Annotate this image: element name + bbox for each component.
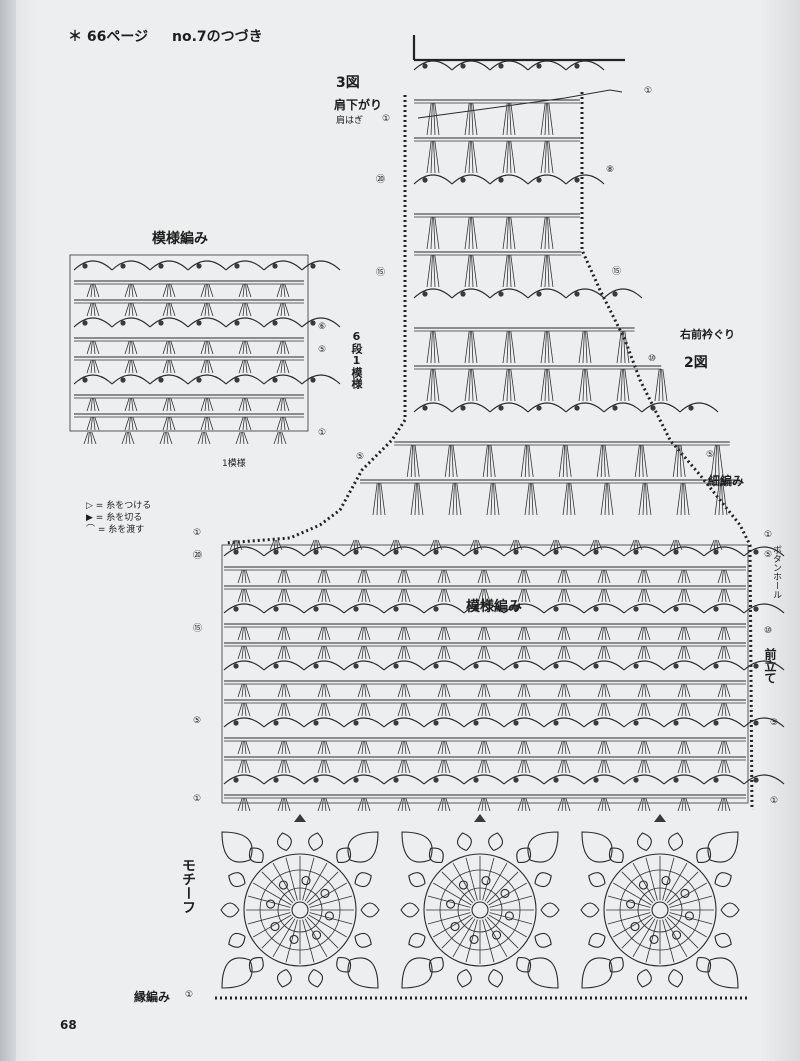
main-row-marker: ① — [193, 528, 202, 538]
sample-swatch — [69, 254, 341, 445]
legend-item-attach: ▷ = 糸をつける — [86, 501, 152, 511]
main-row-marker: ⑤ — [193, 716, 202, 726]
upper-right-marker: ⑮ — [612, 267, 622, 277]
edge-row-marker: ① — [185, 990, 194, 1000]
upper-right-marker: ⑤ — [706, 450, 715, 460]
side-row-marker: ① — [770, 796, 779, 806]
upper-row-marker: ① — [382, 114, 391, 124]
edge-knit-label: 縁編み — [134, 990, 171, 1004]
sample-row-marker: ⑥ — [318, 322, 327, 332]
page-gutter — [0, 0, 16, 1061]
shoulder-drop-label: 肩下がり — [334, 98, 383, 112]
upper-body-rows — [360, 60, 740, 516]
motif-row — [220, 814, 740, 989]
page-reference: ＊ 66ページ — [68, 29, 149, 45]
single-crochet-label: 細編み — [708, 474, 745, 488]
main-row-marker: ⑮ — [193, 624, 203, 634]
pattern-reference: no.7のつづき — [172, 29, 263, 45]
upper-row-marker: ⑮ — [376, 268, 386, 278]
buttonhole-label: ボタンホール — [771, 545, 781, 599]
repeat-rows-label: 6段1模様 — [350, 330, 363, 389]
side-row-marker: ⑤ — [770, 718, 779, 728]
main-row-marker: ① — [193, 794, 202, 804]
motif-flower — [400, 814, 560, 989]
sample-row-marker: ① — [318, 428, 327, 438]
upper-right-marker: ⑧ — [606, 165, 615, 175]
side-row-marker: ⑤ — [764, 550, 773, 560]
legend-item-carry: ⌒ = 糸を渡す — [86, 525, 145, 535]
upper-row-marker: ⑤ — [356, 452, 365, 462]
upper-right-marker: ⑩ — [648, 354, 657, 364]
upper-right-marker: ① — [644, 86, 653, 96]
page-number: 68 — [60, 1018, 77, 1032]
side-row-marker: ① — [764, 530, 773, 540]
carry-symbol-icon: ⌒ = — [86, 525, 106, 535]
figure-3-label: 3図 — [336, 75, 360, 91]
side-row-marker: ⑩ — [764, 626, 773, 636]
main-body — [221, 539, 785, 812]
legend-item-cut: ▶ = 糸を切る — [86, 513, 143, 523]
sample-title: 模様編み — [152, 231, 208, 247]
cut-symbol-icon: ▶ = — [86, 513, 104, 523]
upper-row-marker: ⑳ — [376, 175, 386, 185]
motif-label: モチーフ — [180, 858, 196, 914]
sample-row-marker: ⑤ — [318, 345, 327, 355]
figure-2-label: 2図 — [684, 355, 708, 371]
main-pattern-label: 模様編み — [466, 599, 522, 615]
attach-symbol-icon: ▷ = — [86, 501, 104, 511]
motif-flower — [580, 814, 740, 989]
shoulder-seam-label: 肩はぎ — [336, 116, 364, 126]
main-row-marker: ⑳ — [193, 551, 203, 561]
right-front-neck-label: 右前衿ぐり — [680, 328, 735, 341]
front-band-label: 前立て — [763, 648, 777, 684]
legend: ▷ = 糸をつける ▶ = 糸を切る ⌒ = 糸を渡す — [86, 500, 151, 536]
motif-flower — [220, 814, 380, 989]
repeat-stitches-label: 1模様 — [222, 459, 246, 469]
upper-body-outline — [224, 35, 754, 811]
